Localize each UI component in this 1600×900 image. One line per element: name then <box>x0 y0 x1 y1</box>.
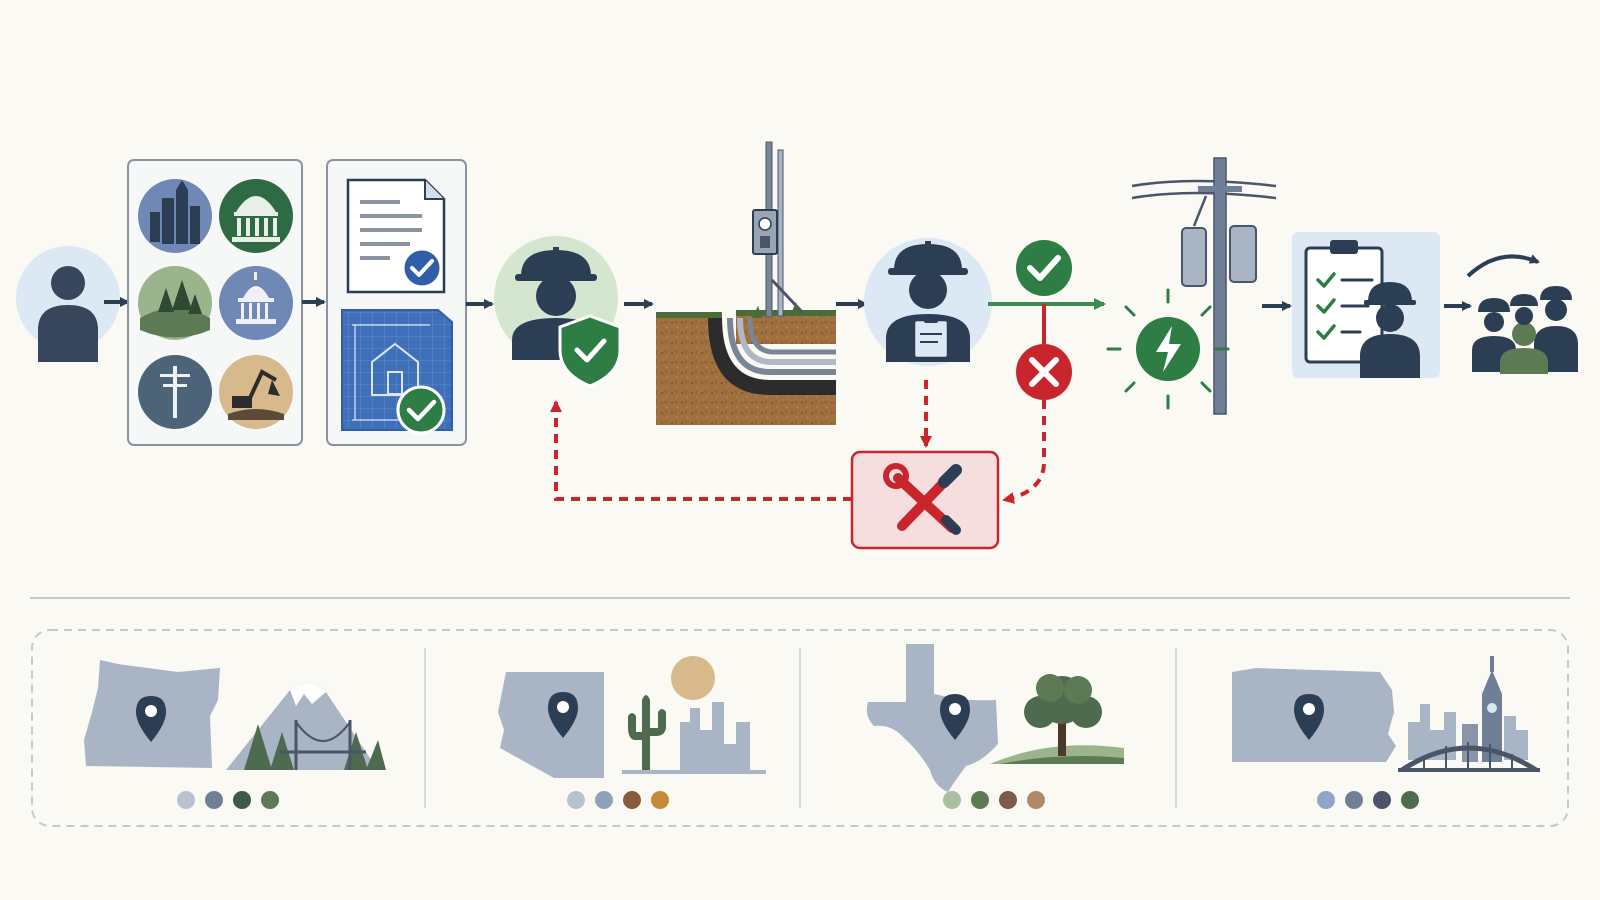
region-palette-oregon <box>177 791 279 809</box>
repair-tools-icon <box>883 463 962 535</box>
city-skyline-icon <box>138 179 212 253</box>
palette-swatch <box>999 791 1017 809</box>
step-final-checklist <box>1292 232 1440 378</box>
palette-swatch <box>623 791 641 809</box>
region-pennsylvania <box>1232 656 1540 809</box>
step-decision <box>988 240 1106 400</box>
palette-swatch <box>1401 791 1419 809</box>
customer-person-icon <box>16 246 120 362</box>
location-pin-icon <box>136 696 166 742</box>
palette-swatch <box>595 791 613 809</box>
palette-swatch <box>177 791 195 809</box>
technician-icon <box>1360 282 1420 378</box>
final-checklist-icon <box>1292 232 1440 378</box>
arizona-state-icon <box>498 672 604 778</box>
location-pin-icon <box>940 694 970 740</box>
region-arizona <box>498 656 766 809</box>
palette-swatch <box>1373 791 1391 809</box>
cactus-city-sun-icon <box>622 656 766 774</box>
palette-swatch <box>261 791 279 809</box>
step-customer <box>16 246 120 362</box>
palette-swatch <box>971 791 989 809</box>
palette-swatch <box>943 791 961 809</box>
region-palette-texas <box>943 791 1045 809</box>
step-inspection <box>864 238 992 366</box>
checklist-checkmarks <box>1316 272 1336 340</box>
trenching-installation-icon <box>656 141 836 425</box>
forest-land-icon <box>138 266 212 340</box>
mountain-forest-bridge-icon <box>226 683 386 770</box>
permit-documents-icon <box>341 178 453 435</box>
state-capitol-icon <box>219 266 293 340</box>
decision-fail-arrow <box>1002 400 1046 504</box>
clipboard-icon <box>912 316 950 360</box>
region-texas <box>866 644 1124 809</box>
city-bridge-icon <box>1398 656 1540 773</box>
utility-pole-icon <box>138 355 212 429</box>
customer-handoff-icon <box>1466 254 1578 374</box>
palette-swatch <box>567 791 585 809</box>
location-pin-icon <box>1294 694 1324 740</box>
government-building-icon <box>219 179 293 253</box>
step-agencies <box>127 159 303 446</box>
palette-swatch <box>651 791 669 809</box>
step-installation <box>656 141 836 425</box>
excavator-icon <box>219 355 293 429</box>
pass-check-icon <box>1016 240 1072 296</box>
utility-energize-icon <box>1106 157 1277 415</box>
fail-x-icon <box>1016 344 1072 400</box>
palette-swatch <box>205 791 223 809</box>
oak-tree-hills-icon <box>990 674 1124 764</box>
agency-grid-icon <box>138 179 293 429</box>
region-palette-pennsylvania <box>1317 791 1419 809</box>
rework-box <box>850 450 1000 550</box>
safety-shield-icon <box>558 314 622 388</box>
regional-variations-panel <box>31 629 1569 827</box>
plan-approved-check-icon <box>396 385 446 435</box>
palette-swatch <box>1345 791 1363 809</box>
texas-state-icon <box>866 644 998 792</box>
palette-swatch <box>1027 791 1045 809</box>
rework-loop <box>550 380 1046 550</box>
palette-swatch <box>233 791 251 809</box>
inspector-review-icon <box>864 238 992 366</box>
rework-return-arrow <box>550 400 852 501</box>
palette-swatch <box>1317 791 1335 809</box>
region-palette-arizona <box>567 791 669 809</box>
power-bolt-icon <box>1106 288 1230 410</box>
pass-fail-decision-icon <box>988 240 1106 400</box>
step-permit-documents <box>326 159 467 446</box>
region-oregon <box>84 660 386 809</box>
step-qualified-installer <box>494 236 622 388</box>
step-energize <box>1106 157 1277 415</box>
location-pin-icon <box>548 692 578 738</box>
step-handoff <box>1466 254 1578 374</box>
document-approved-check-icon <box>401 247 443 289</box>
